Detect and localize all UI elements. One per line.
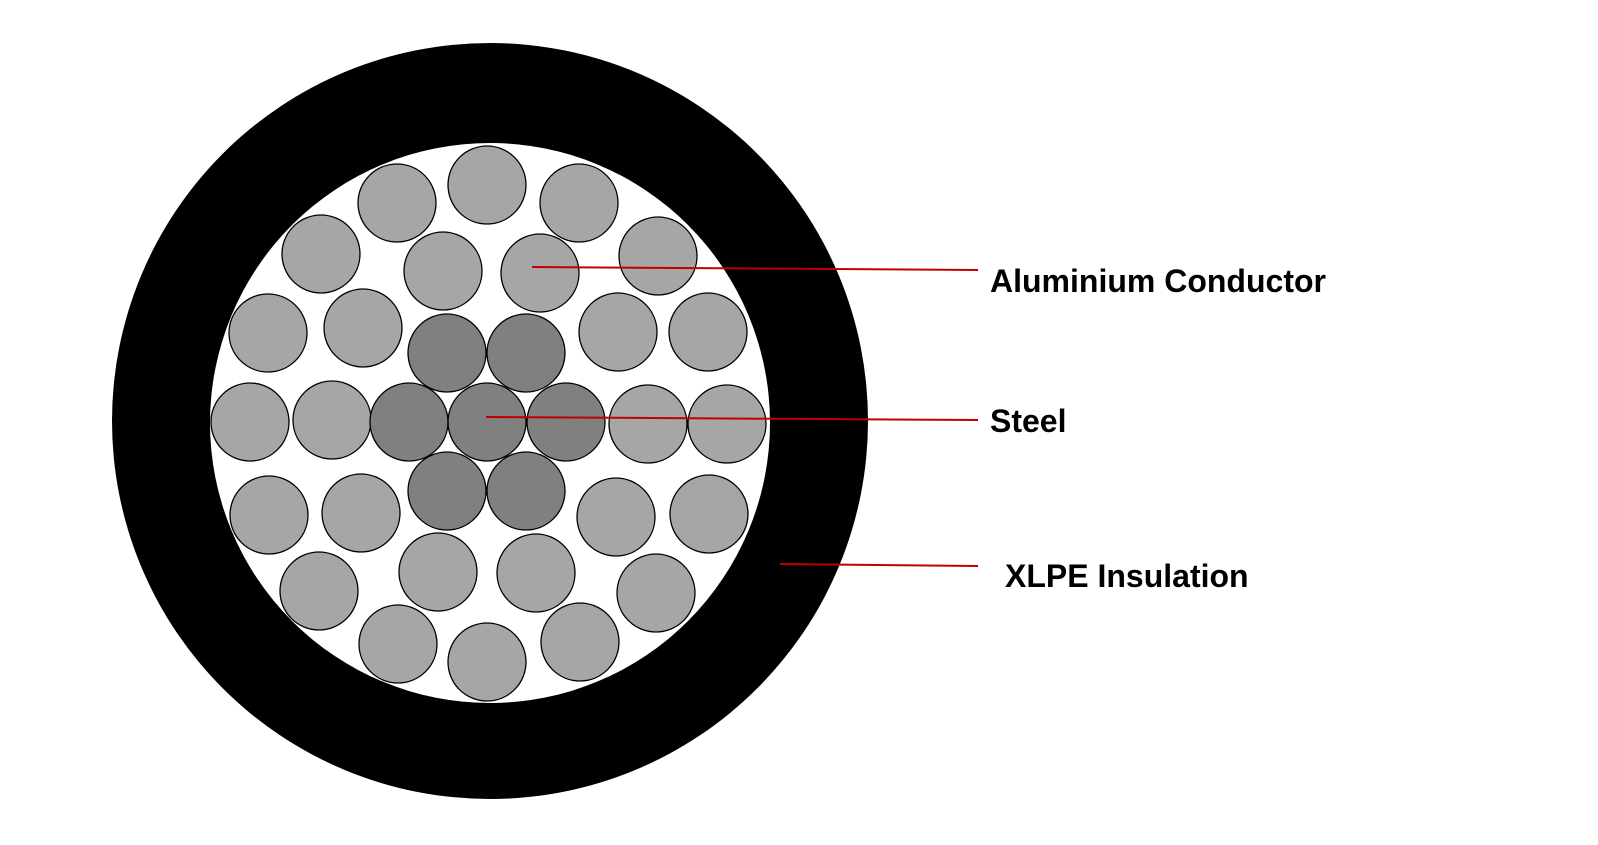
aluminium-strand bbox=[540, 602, 620, 682]
aluminium-strand bbox=[447, 622, 527, 702]
aluminium-strand bbox=[279, 551, 359, 631]
aluminium-strand bbox=[668, 292, 748, 372]
aluminium-strand bbox=[576, 477, 656, 557]
aluminium-strand bbox=[210, 382, 290, 462]
aluminium-strand bbox=[403, 231, 483, 311]
aluminium-strand bbox=[357, 163, 437, 243]
aluminium-strand bbox=[616, 553, 696, 633]
aluminium-strand bbox=[669, 474, 749, 554]
aluminium-strand bbox=[292, 380, 372, 460]
steel-strand bbox=[486, 451, 566, 531]
aluminium-strand bbox=[323, 288, 403, 368]
aluminium-strand bbox=[618, 216, 698, 296]
conductor-strands bbox=[210, 145, 767, 702]
aluminium-strand bbox=[496, 533, 576, 613]
aluminium-strand bbox=[500, 233, 580, 313]
steel-strand bbox=[486, 313, 566, 393]
aluminium-strand bbox=[228, 293, 308, 373]
aluminium-strand bbox=[539, 163, 619, 243]
aluminium-strand bbox=[229, 475, 309, 555]
steel-label: Steel bbox=[990, 403, 1066, 439]
xlpe-insulation-label: XLPE Insulation bbox=[1005, 558, 1249, 594]
steel-leader-line bbox=[485, 416, 979, 421]
aluminium-strand bbox=[398, 532, 478, 612]
aluminium-strand bbox=[578, 292, 658, 372]
aluminium-leader-line bbox=[531, 266, 979, 271]
insulation-leader-line bbox=[779, 563, 979, 567]
aluminium-conductor-label: Aluminium Conductor bbox=[990, 263, 1326, 299]
steel-strand bbox=[407, 451, 487, 531]
steel-strand bbox=[526, 382, 606, 462]
aluminium-strand bbox=[447, 145, 527, 225]
steel-strand bbox=[447, 382, 527, 462]
steel-strand bbox=[407, 313, 487, 393]
aluminium-strand bbox=[281, 214, 361, 294]
aluminium-strand bbox=[321, 473, 401, 553]
steel-strand bbox=[369, 382, 449, 462]
aluminium-strand bbox=[608, 384, 688, 464]
aluminium-strand bbox=[687, 384, 767, 464]
aluminium-strand bbox=[358, 604, 438, 684]
